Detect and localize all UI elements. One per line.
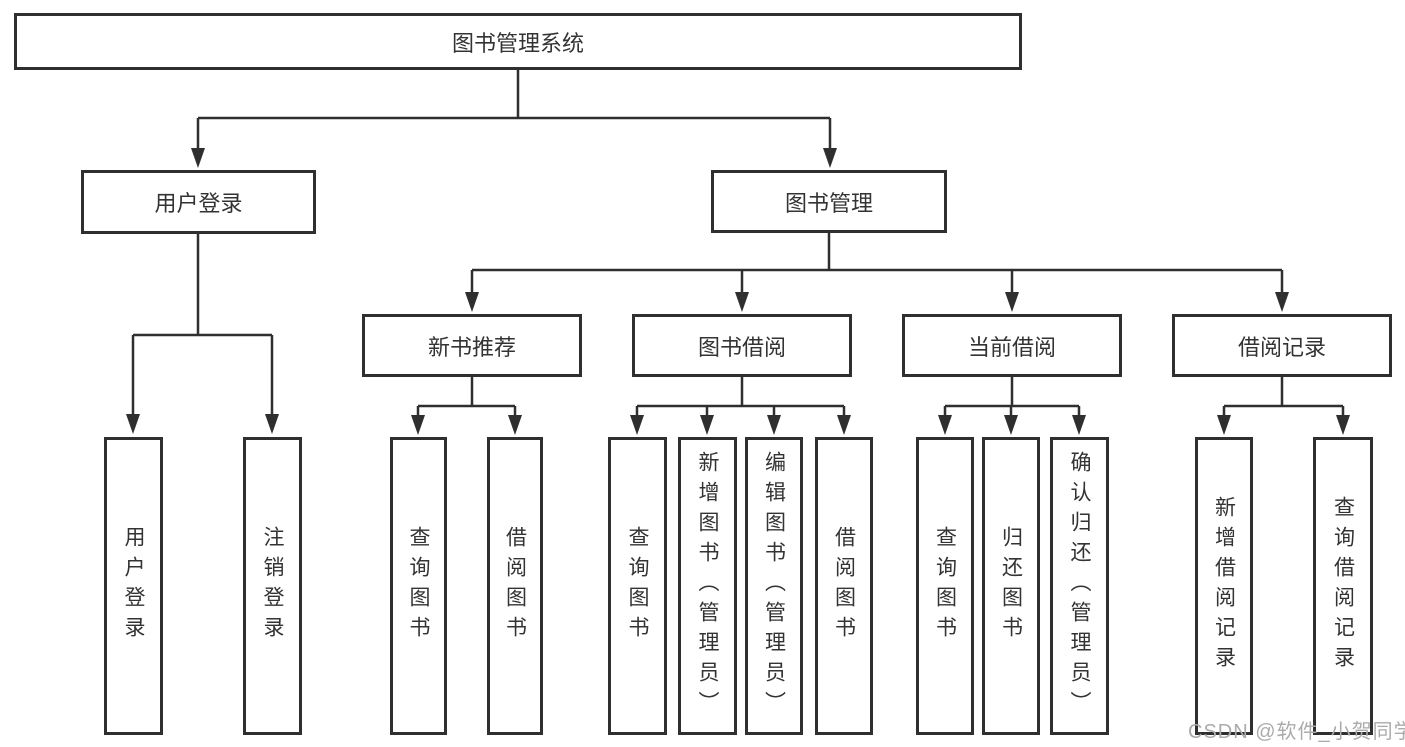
node-label: 借阅记录 bbox=[1237, 334, 1326, 360]
leaf-label: 借阅图书 bbox=[832, 526, 856, 646]
node-book-management: 图书管理 bbox=[711, 170, 947, 233]
leaf-label: 查询图书 bbox=[933, 526, 957, 646]
arrow-icon bbox=[1217, 415, 1231, 435]
node-label: 当前借阅 bbox=[967, 334, 1056, 360]
leaf-query-books-2: 查询图书 bbox=[608, 437, 667, 735]
leaf-label: 归还图书 bbox=[999, 526, 1023, 646]
arrow-icon bbox=[1072, 415, 1086, 435]
connector-paths bbox=[131, 70, 1345, 419]
node-library-system: 图书管理系统 bbox=[14, 13, 1022, 70]
leaf-query-books-1: 查询图书 bbox=[390, 437, 447, 735]
node-book-borrow: 图书借阅 bbox=[632, 314, 852, 377]
arrow-icon bbox=[465, 292, 479, 312]
leaf-label: 查询图书 bbox=[407, 526, 430, 646]
leaf-query-books-3: 查询图书 bbox=[916, 437, 974, 735]
node-label: 图书管理 bbox=[784, 190, 873, 216]
leaf-edit-book-admin: 编辑图书（管理员） bbox=[745, 437, 803, 735]
arrow-icon bbox=[938, 415, 952, 435]
arrow-icon bbox=[1275, 292, 1289, 312]
arrow-icon bbox=[767, 415, 781, 435]
leaf-add-borrow-record: 新增借阅记录 bbox=[1195, 437, 1253, 735]
leaf-label: 注销登录 bbox=[261, 526, 284, 646]
arrow-icon bbox=[735, 292, 749, 312]
leaf-label: 查询图书 bbox=[626, 526, 649, 646]
leaf-add-book-admin: 新增图书（管理员） bbox=[678, 437, 737, 735]
leaf-label: 查询借阅记录 bbox=[1331, 496, 1355, 676]
leaf-borrow-books-2: 借阅图书 bbox=[815, 437, 873, 735]
leaf-label: 借阅图书 bbox=[503, 526, 527, 646]
node-new-book-recommend: 新书推荐 bbox=[362, 314, 582, 377]
leaf-label: 编辑图书（管理员） bbox=[762, 451, 786, 721]
arrow-icon bbox=[126, 414, 140, 434]
node-label: 用户登录 bbox=[154, 191, 243, 216]
leaf-return-book: 归还图书 bbox=[982, 437, 1040, 735]
leaf-borrow-books-1: 借阅图书 bbox=[487, 437, 543, 735]
arrow-icon bbox=[411, 415, 425, 435]
arrow-icon bbox=[823, 148, 837, 168]
leaf-label: 确认归还（管理员） bbox=[1068, 451, 1091, 721]
arrowheads bbox=[126, 148, 1350, 435]
leaf-user-login: 用户登录 bbox=[104, 437, 163, 735]
arrow-icon bbox=[508, 415, 522, 435]
leaf-label: 新增借阅记录 bbox=[1212, 496, 1236, 676]
arrow-icon bbox=[700, 415, 714, 435]
leaf-logout: 注销登录 bbox=[243, 437, 302, 735]
leaf-label: 新增图书（管理员） bbox=[696, 451, 719, 721]
arrow-icon bbox=[630, 415, 644, 435]
arrow-icon bbox=[837, 415, 851, 435]
node-label: 图书借阅 bbox=[697, 334, 786, 360]
arrow-icon bbox=[1005, 292, 1019, 312]
arrow-icon bbox=[265, 414, 279, 434]
leaf-query-borrow-record: 查询借阅记录 bbox=[1313, 437, 1373, 735]
node-borrow-records: 借阅记录 bbox=[1172, 314, 1392, 377]
arrow-icon bbox=[191, 148, 205, 168]
node-user-login: 用户登录 bbox=[81, 170, 316, 234]
leaf-label: 用户登录 bbox=[122, 526, 145, 646]
node-label: 图书管理系统 bbox=[451, 30, 584, 56]
arrow-icon bbox=[1336, 415, 1350, 435]
leaf-confirm-return-admin: 确认归还（管理员） bbox=[1050, 437, 1109, 735]
csdn-watermark: CSDN @软件_小贺同学 bbox=[1188, 721, 1405, 743]
node-label: 新书推荐 bbox=[427, 334, 516, 360]
node-current-borrow: 当前借阅 bbox=[902, 314, 1122, 377]
arrow-icon bbox=[1004, 415, 1018, 435]
